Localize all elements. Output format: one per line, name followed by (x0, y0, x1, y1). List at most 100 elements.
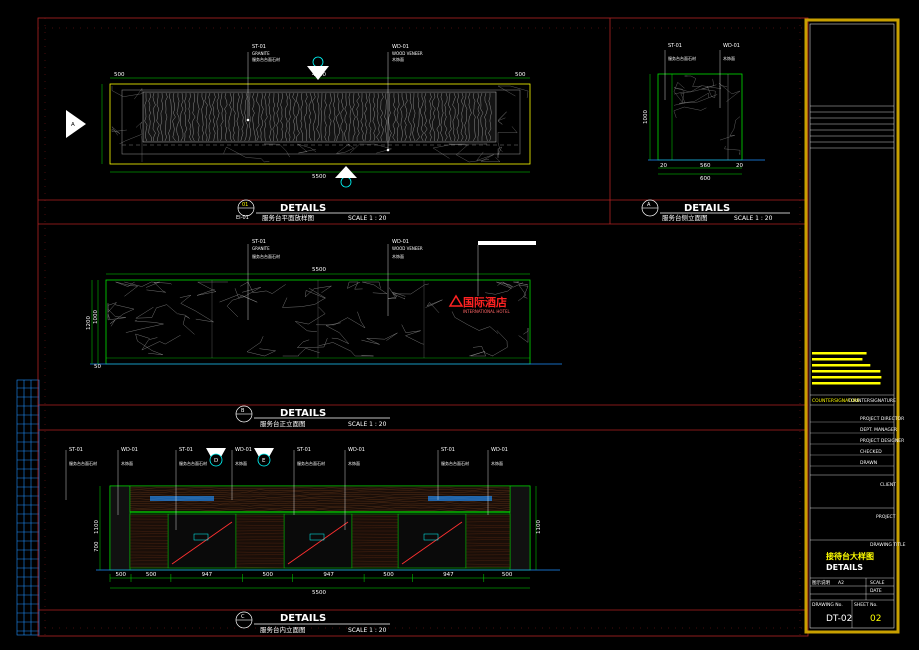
svg-text:服务台台面石材: 服务台台面石材 (179, 460, 207, 466)
tb-drawing-title-label: DRAWING TITLE (870, 542, 906, 548)
svg-text:1000: 1000 (643, 110, 649, 124)
tb-countersign: COUNTERSIGNATURE (848, 398, 896, 404)
plan-dim-left: 500 (114, 72, 125, 78)
svg-text:ST-01: ST-01 (668, 43, 682, 49)
svg-text:INTERNATIONAL HOTEL: INTERNATIONAL HOTEL (463, 309, 510, 314)
svg-text:50: 50 (94, 364, 101, 370)
tb-countersign-cn: COUNTERSIGNATURE (812, 398, 860, 404)
tb-client: CLIENT (880, 482, 896, 488)
inner-tag: WD-01 (121, 447, 138, 453)
svg-text:木饰面: 木饰面 (491, 460, 503, 466)
inner-segment-dim: 500 (502, 572, 513, 578)
svg-text:服务台侧立面图: 服务台侧立面图 (662, 213, 708, 222)
svg-text:1200: 1200 (86, 316, 92, 330)
svg-text:700: 700 (94, 541, 100, 552)
svg-text:木饰面: 木饰面 (235, 460, 247, 466)
sheet-frame (37, 17, 809, 637)
svg-text:GRANITE: GRANITE (252, 246, 270, 251)
left-legend-grid (16, 379, 40, 636)
inner-segment-dim: 500 (146, 572, 157, 578)
svg-text:1100: 1100 (536, 520, 542, 534)
tb-row: CHECKED (860, 449, 882, 455)
svg-text:SCALE 1 : 20: SCALE 1 : 20 (734, 215, 773, 222)
svg-text:ST-01: ST-01 (252, 239, 266, 245)
inner-tag: WD-01 (235, 447, 252, 453)
svg-text:WOOD VENEER: WOOD VENEER (392, 246, 423, 251)
inner-segment-dim: 947 (443, 572, 454, 578)
plan-dim-total: 5500 (312, 174, 326, 180)
tb-row: DRAWN (860, 460, 877, 466)
tb-row: PROJECT DIRECTOR (860, 416, 904, 422)
inner-segment-dim: 500 (263, 572, 274, 578)
view-title-plan: 01 EI-01 DETAILS 服务台平面放样图 SCALE 1 : 20 (236, 199, 390, 222)
side-dim-total: 600 (700, 176, 711, 182)
svg-text:WOOD VENEER: WOOD VENEER (392, 51, 423, 56)
front-dim-total: 5500 (312, 267, 326, 273)
svg-text:560: 560 (700, 163, 711, 169)
svg-text:服务台台面石材: 服务台台面石材 (252, 253, 280, 259)
inner-tag: ST-01 (179, 447, 193, 453)
section-marker-b: B (335, 166, 357, 188)
svg-text:服务台台面石材: 服务台台面石材 (252, 56, 280, 62)
svg-text:WD-01: WD-01 (723, 43, 740, 49)
svg-text:C: C (241, 614, 245, 620)
tb-title-cn: 接待台大样图 (826, 551, 874, 561)
svg-text:DETAILS: DETAILS (280, 203, 326, 214)
svg-text:服务台内立面图: 服务台内立面图 (260, 625, 306, 634)
svg-text:国际酒店: 国际酒店 (463, 295, 507, 309)
svg-text:服务台台面石材: 服务台台面石材 (297, 460, 325, 466)
svg-text:DETAILS: DETAILS (684, 203, 730, 214)
svg-text:木饰面: 木饰面 (392, 253, 404, 259)
svg-text:服务台台面石材: 服务台台面石材 (668, 55, 696, 61)
svg-text:WD-01: WD-01 (392, 239, 409, 245)
tb-row: PROJECT DESIGNER (860, 438, 904, 444)
logo-callout-bar (478, 241, 536, 245)
view-title-side: A DETAILS 服务台侧立面图 SCALE 1 : 20 (641, 199, 790, 222)
inner-tag: ST-01 (441, 447, 455, 453)
section-marker-a: A (66, 110, 86, 138)
svg-text:SCALE 1 : 20: SCALE 1 : 20 (348, 215, 387, 222)
svg-text:SCALE 1 : 20: SCALE 1 : 20 (348, 421, 387, 428)
inner-tag: WD-01 (491, 447, 508, 453)
side-view: 20 560 20 600 1000 ST-01 服务台台面石材 WD-01 木… (643, 43, 765, 182)
svg-text:服务台正立面图: 服务台正立面图 (260, 419, 306, 428)
inner-segment-dim: 947 (323, 572, 334, 578)
tb-project: PROJECT (876, 514, 896, 520)
tb-sheet-no: 02 (870, 614, 881, 624)
inner-segment-dim: 500 (383, 572, 394, 578)
plan-view: 500 500 4500 5500 ST-01 GRANITE 服务台台面石材 … (66, 44, 531, 188)
svg-text:服务台台面石材: 服务台台面石材 (69, 460, 97, 466)
svg-text:木饰面: 木饰面 (121, 460, 133, 466)
svg-text:EI-01: EI-01 (236, 215, 249, 221)
svg-text:SCALE 1 : 20: SCALE 1 : 20 (348, 627, 387, 634)
tb-title-en: DETAILS (826, 563, 863, 572)
tb-drawing-no: DT-02 (826, 614, 852, 624)
svg-text:GRANITE: GRANITE (252, 51, 270, 56)
svg-text:1100: 1100 (94, 520, 100, 534)
section-marker-e: E (254, 448, 274, 467)
inner-tag: ST-01 (69, 447, 83, 453)
svg-text:D: D (214, 458, 218, 464)
svg-text:1000: 1000 (93, 310, 99, 324)
section-marker-c: C (307, 56, 329, 80)
plan-tag-wood: WD-01 (392, 44, 409, 50)
inner-segment-dim: 500 (116, 572, 127, 578)
svg-text:20: 20 (660, 163, 667, 169)
svg-text:B: B (241, 408, 245, 414)
inner-dim-total: 5500 (312, 590, 326, 596)
svg-text:C: C (316, 60, 320, 66)
tb-sheet-no-label: SHEET No. (854, 602, 878, 608)
svg-text:DETAILS: DETAILS (280, 408, 326, 419)
svg-text:服务台平面放样图: 服务台平面放样图 (262, 213, 314, 222)
svg-text:01: 01 (242, 202, 248, 208)
tb-drawing-no-label: DRAWING No. (812, 602, 843, 608)
plan-tag-stone: ST-01 (252, 44, 266, 50)
svg-text:B: B (344, 180, 348, 186)
svg-text:木饰面: 木饰面 (348, 460, 360, 466)
tb-sheet-size: A2 (838, 580, 844, 586)
tb-scale-label: SCALE (870, 580, 885, 586)
view-title-front: B DETAILS 服务台正立面图 SCALE 1 : 20 (235, 405, 390, 428)
grid-dashes (38, 18, 808, 636)
